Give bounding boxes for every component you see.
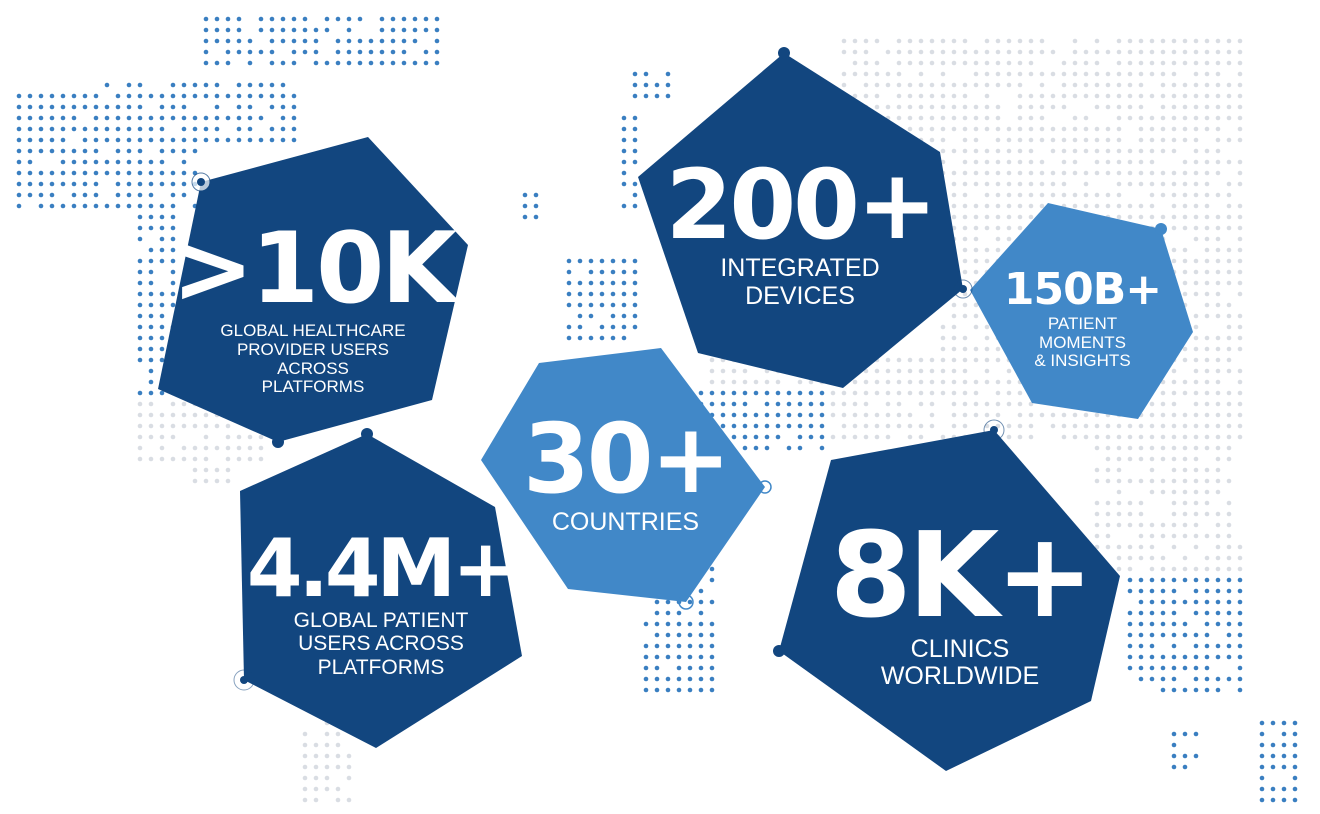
hexagon-countries xyxy=(481,348,765,602)
stat-moments: 150B+ PATIENT MOMENTS & INSIGHTS xyxy=(990,255,1175,385)
stat-patients: 4.4M+ GLOBAL PATIENT USERS ACROSS PLATFO… xyxy=(246,520,519,690)
stat-label: PATIENT MOMENTS & INSIGHTS xyxy=(1034,313,1131,371)
stat-devices: 200+ INTEGRATED DEVICES xyxy=(650,150,950,320)
hexagon-moments xyxy=(970,203,1193,419)
stat-value: >10K xyxy=(171,212,457,327)
connector-nodes xyxy=(191,47,1167,691)
stat-countries: 30+ COUNTRIES xyxy=(498,405,753,545)
hexagon-providers xyxy=(158,137,468,442)
stat-value: 8K+ xyxy=(829,506,1094,645)
stat-providers: >10K GLOBAL HEALTHCARE PROVIDER USERS AC… xyxy=(168,215,458,405)
stat-clinics: 8K+ CLINICS WORLDWIDE xyxy=(815,515,1105,695)
stat-label: CLINICS WORLDWIDE xyxy=(880,634,1040,691)
stat-value: 150B+ xyxy=(1003,264,1162,316)
hexagon-shapes xyxy=(158,53,1193,771)
stat-label: GLOBAL PATIENT USERS ACROSS PLATFORMS xyxy=(293,609,469,679)
hexagon-patients xyxy=(240,434,522,748)
stat-label: COUNTRIES xyxy=(551,507,700,536)
stat-value: 200+ xyxy=(665,148,938,261)
stat-label: INTEGRATED DEVICES xyxy=(720,254,880,310)
stat-value: 30+ xyxy=(522,402,731,515)
stat-label: GLOBAL HEALTHCARE PROVIDER USERS ACROSS … xyxy=(220,321,406,397)
hexagon-devices xyxy=(638,53,963,388)
stat-value: 4.4M+ xyxy=(246,522,519,616)
hexagon-clinics xyxy=(779,430,1120,771)
